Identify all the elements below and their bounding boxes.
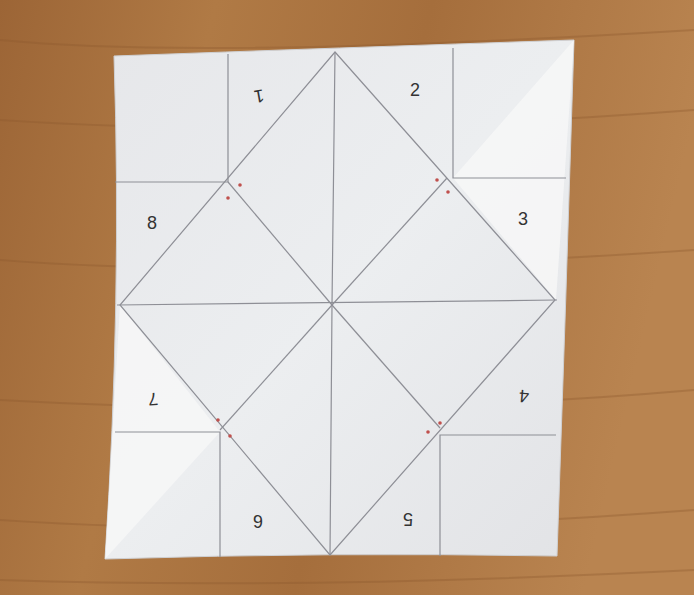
flap-number: 2 bbox=[410, 81, 420, 99]
corner-dots bbox=[216, 178, 450, 438]
wood-grain bbox=[0, 30, 694, 583]
fold-crease bbox=[105, 305, 220, 559]
fold-crease bbox=[453, 40, 574, 300]
flap-number: 3 bbox=[518, 210, 528, 228]
paper-sheet bbox=[105, 40, 574, 559]
flap-number: 8 bbox=[147, 214, 157, 232]
flap-number: 7 bbox=[147, 390, 159, 409]
flap-number: 4 bbox=[518, 387, 530, 406]
fold-lines bbox=[115, 48, 566, 557]
flap-number: 6 bbox=[253, 512, 263, 530]
flap-number: 5 bbox=[403, 510, 413, 528]
